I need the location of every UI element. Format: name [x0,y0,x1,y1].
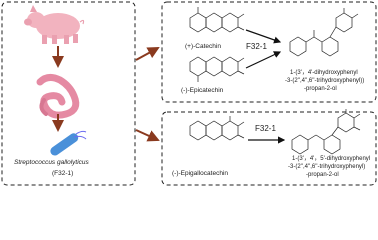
strain-id: (F32-1) [52,170,74,177]
product-structure-top [289,8,359,57]
product-name-top-line-1: 1-(3'，4'-dihydroxyphenyl [290,70,358,76]
epicatechin-structure [189,56,245,82]
arrow-left-to-bottom-panel [135,129,160,142]
epigallocatechin-structure [189,116,245,141]
figure-graphics [1,1,377,186]
epicatechin-label: (-)-Epicatechin [181,87,224,94]
epigallocatechin-label: (-)-Epigallocatechin [172,170,228,177]
product-structure-bottom [291,109,361,155]
organism-name: Streptococcus gallolyticus [14,159,89,166]
product-name-top-line-2: -3-(2'',4'',6''-trihydroxyphenyl)) [285,78,365,84]
catechin-label: (+)-Catechin [185,43,221,50]
bottom-panel-border [161,111,377,186]
product-name-top-line-3: -propan-2-ol [304,86,337,92]
bacterium-icon [50,130,87,156]
enzyme-label-bottom: F32-1 [255,124,276,133]
pathway-figure: Streptococcus gallolyticus (F32-1) (+)-C… [1,1,377,186]
intestine-icon [36,73,80,119]
arrow-catechin-reaction [245,29,282,44]
product-name-bottom-line-3: -propan-2-ol [306,172,339,178]
catechin-structure [189,7,245,33]
pig-icon [24,5,85,44]
top-panel-border [161,1,377,103]
arrow-epicatechin-reaction [245,51,282,69]
left-panel-border [1,1,136,186]
product-name-bottom-line-1: 1-(3'，4'，5'-dihydroxyphenyl [292,156,371,162]
enzyme-label-top: F32-1 [246,42,267,51]
product-name-bottom-line-2: -3-(2'',4'',6''-trihydroxyphenyl) [288,164,366,170]
arrow-left-to-top-panel [135,47,160,61]
